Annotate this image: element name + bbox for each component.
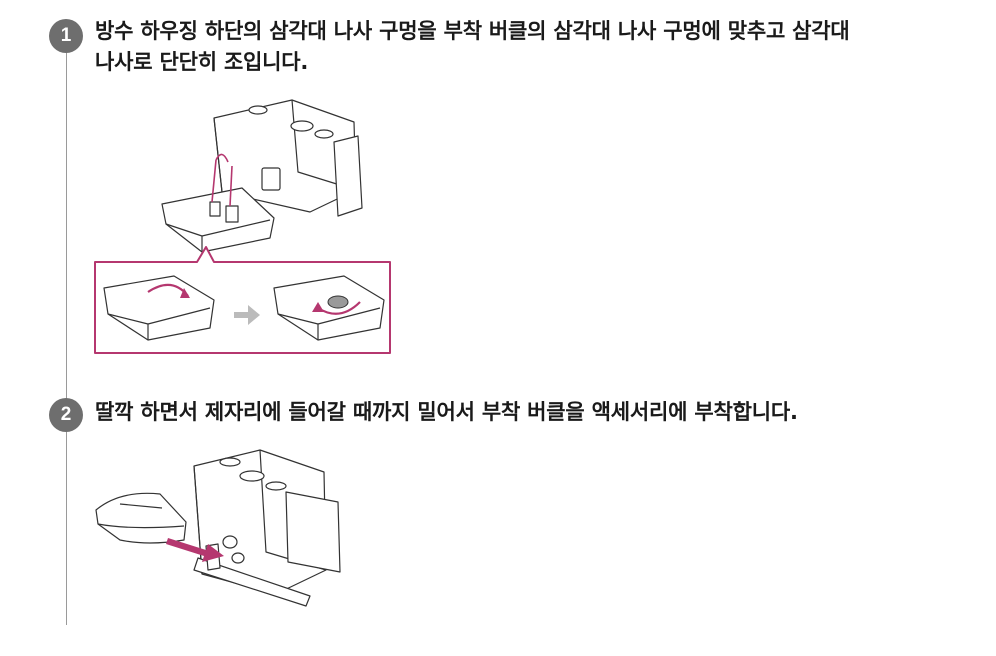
step-1-line-1: 방수 하우징 하단의 삼각대 나사 구멍을 부착 버클의 삼각대 나사 구멍에 … xyxy=(95,19,850,43)
step-1-number-badge: 1 xyxy=(49,19,83,53)
step-1-line-2: 나사로 단단히 조입니다. xyxy=(95,50,309,74)
step-1-number: 1 xyxy=(60,25,72,46)
step-2-line-1: 딸깍 하면서 제자리에 들어갈 때까지 밀어서 부착 버클을 액세서리에 부착합… xyxy=(95,400,798,424)
step-2-illustration xyxy=(95,449,341,607)
step-2-number: 2 xyxy=(60,404,72,425)
step-timeline-line xyxy=(66,40,67,625)
step-1-instruction: 방수 하우징 하단의 삼각대 나사 구멍을 부착 버클의 삼각대 나사 구멍에 … xyxy=(95,16,850,78)
step-2-instruction: 딸깍 하면서 제자리에 들어갈 때까지 밀어서 부착 버클을 액세서리에 부착합… xyxy=(95,397,798,428)
step-2-number-badge: 2 xyxy=(49,398,83,432)
step-1-illustration xyxy=(94,99,391,354)
